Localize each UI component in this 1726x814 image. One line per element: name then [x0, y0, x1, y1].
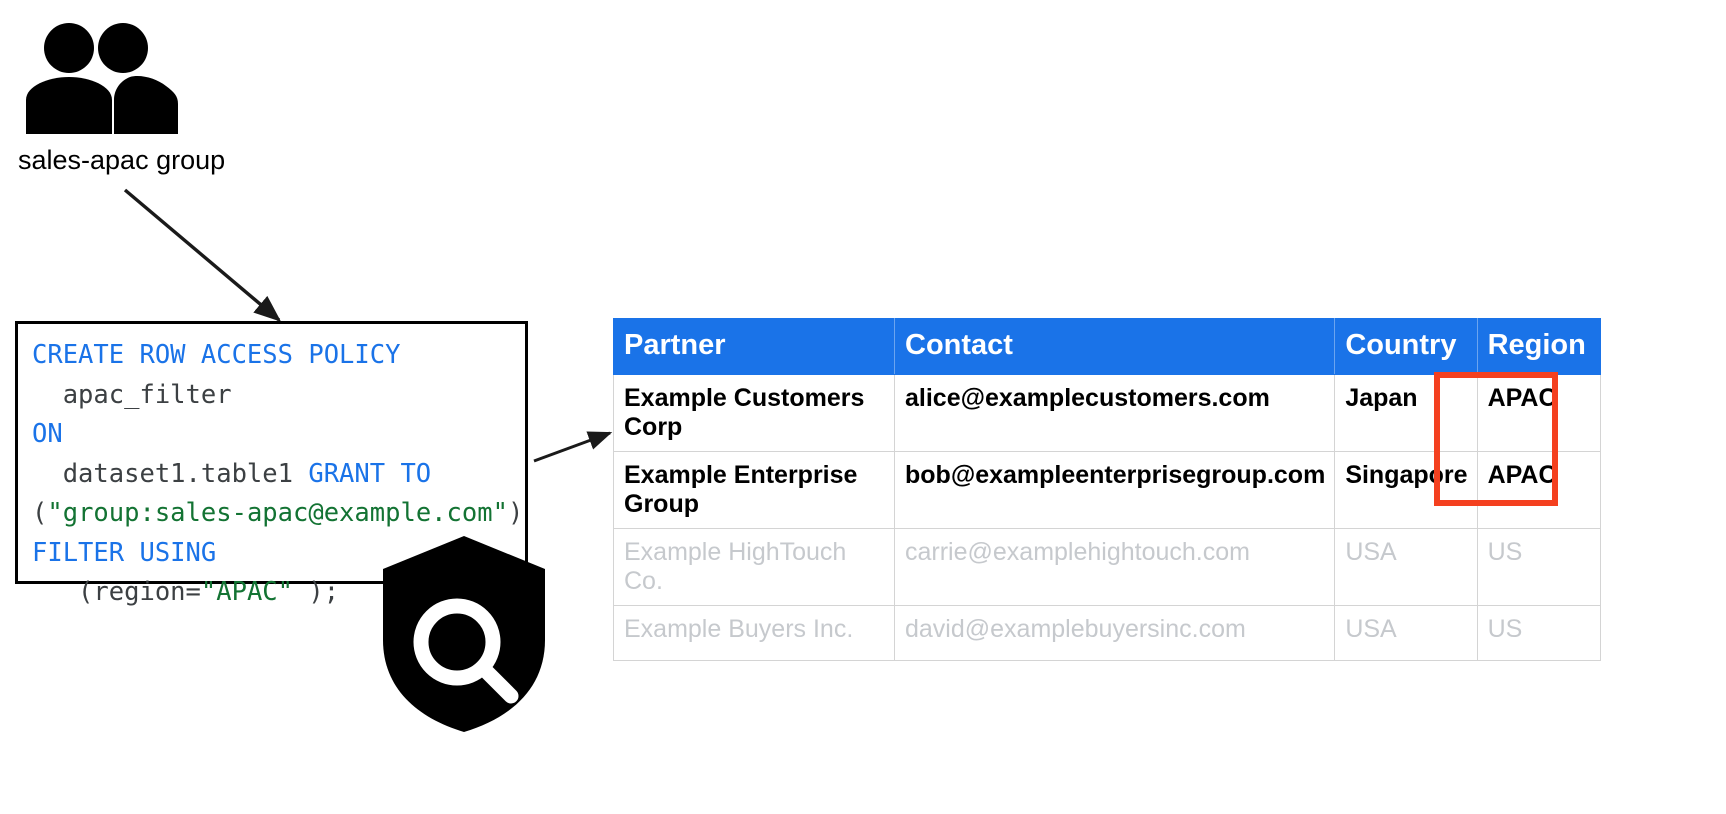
cell-partner: Example Enterprise Group — [613, 451, 895, 529]
cell-region: US — [1476, 528, 1601, 606]
table-header-row: Partner Contact Country Region — [613, 318, 1601, 375]
cell-partner: Example HighTouch Co. — [613, 528, 895, 606]
arrow-group-to-policy — [123, 188, 282, 322]
cell-partner: Example Customers Corp — [613, 374, 895, 452]
cell-partner: Example Buyers Inc. — [613, 605, 895, 661]
people-group-icon — [26, 23, 178, 134]
column-header-partner[interactable]: Partner — [613, 318, 895, 375]
policy-sql-text: CREATE ROW ACCESS POLICY apac_filter ON … — [32, 340, 524, 608]
table-row: Example Enterprise Group bob@exampleente… — [613, 451, 1601, 529]
cell-contact: david@examplebuyersinc.com — [893, 605, 1336, 661]
cell-contact: carrie@examplehightouch.com — [893, 528, 1336, 606]
table-row: Example Customers Corp alice@examplecust… — [613, 374, 1601, 452]
shield-search-icon — [383, 536, 545, 732]
column-header-country[interactable]: Country — [1334, 318, 1478, 375]
cell-country: USA — [1334, 605, 1478, 661]
cell-country: Singapore — [1334, 451, 1478, 529]
table-row: Example Buyers Inc. david@examplebuyersi… — [613, 605, 1601, 661]
cell-region: APAC — [1476, 451, 1601, 529]
cell-region: US — [1476, 605, 1601, 661]
column-header-contact[interactable]: Contact — [893, 318, 1336, 375]
group-label: sales-apac group — [18, 145, 226, 175]
cell-country: Japan — [1334, 374, 1478, 452]
cell-country: USA — [1334, 528, 1478, 606]
partner-table: Partner Contact Country Region Example C… — [613, 318, 1601, 661]
row-access-policy-code-box: CREATE ROW ACCESS POLICY apac_filter ON … — [15, 321, 528, 607]
arrow-policy-to-table — [533, 431, 613, 463]
cell-contact: alice@examplecustomers.com — [893, 374, 1336, 452]
group-principal-block: sales-apac group — [18, 22, 278, 176]
region-highlight-box — [1434, 372, 1558, 506]
cell-contact: bob@exampleenterprisegroup.com — [893, 451, 1336, 529]
table-row: Example HighTouch Co. carrie@examplehigh… — [613, 528, 1601, 606]
column-header-region[interactable]: Region — [1476, 318, 1601, 375]
